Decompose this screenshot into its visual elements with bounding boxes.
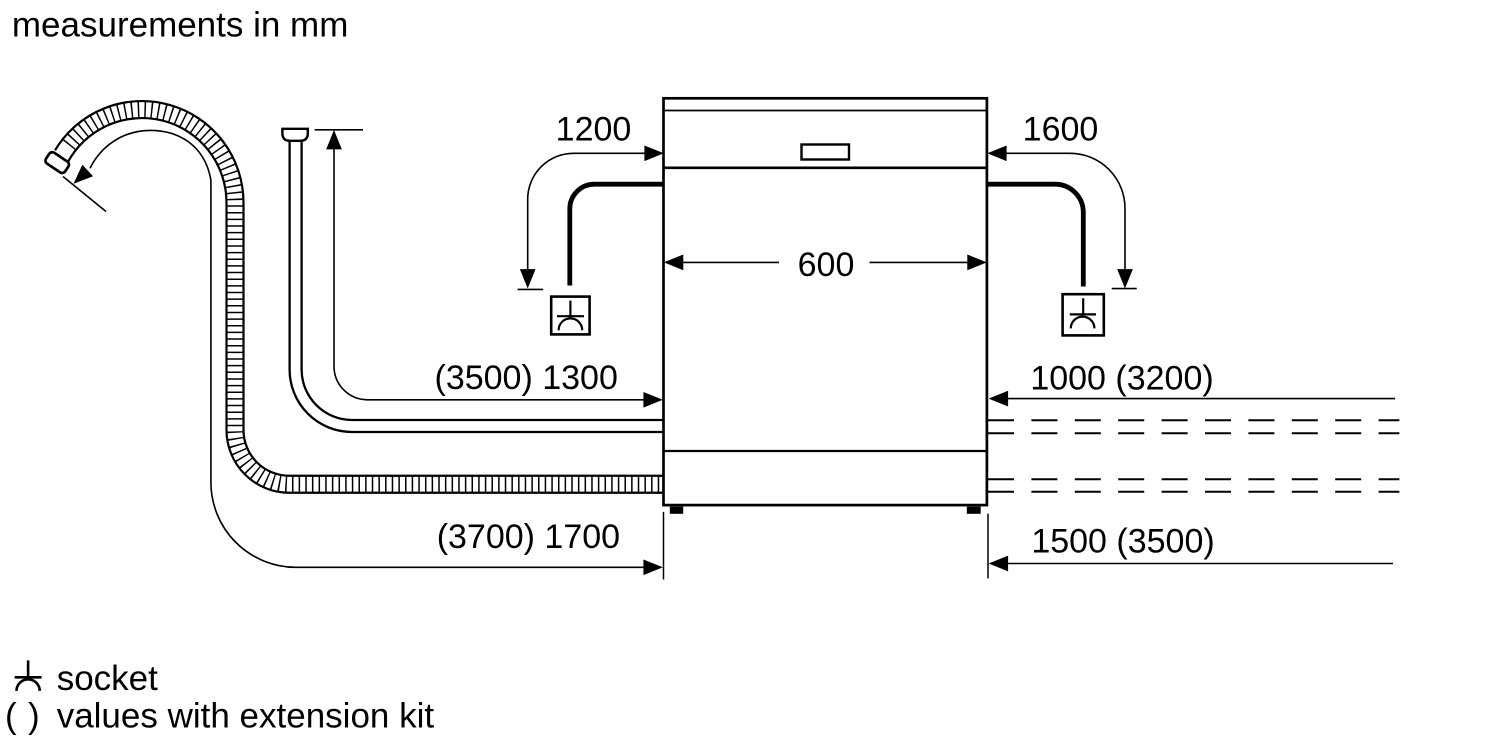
svg-text:1500 (3500): 1500 (3500) <box>1031 523 1214 561</box>
svg-text:(3700) 1700: (3700) 1700 <box>437 518 620 556</box>
svg-text:1200: 1200 <box>556 111 632 149</box>
svg-text:socket: socket <box>57 659 158 698</box>
svg-text:values with extension kit: values with extension kit <box>57 697 435 736</box>
svg-text:(3500) 1300: (3500) 1300 <box>435 359 618 397</box>
svg-text:(: ( <box>5 697 17 736</box>
svg-text:): ) <box>28 697 40 736</box>
svg-text:1000 (3200): 1000 (3200) <box>1030 360 1213 398</box>
svg-text:measurements in mm: measurements in mm <box>12 6 348 45</box>
svg-text:1600: 1600 <box>1023 111 1099 149</box>
svg-text:600: 600 <box>798 246 855 284</box>
